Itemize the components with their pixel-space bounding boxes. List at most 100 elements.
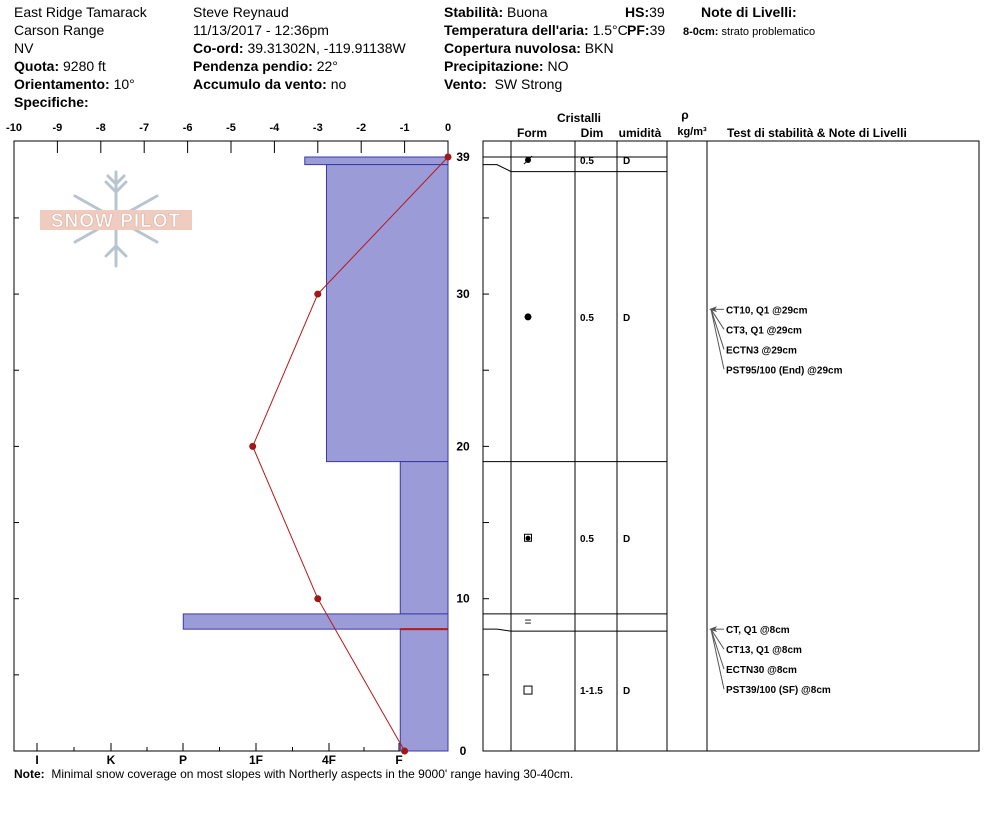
header-density-unit: kg/m³	[677, 126, 707, 138]
header-moisture: umidità	[619, 126, 662, 140]
coord-field: Co-ord: 39.31302N, -119.91138W	[193, 39, 406, 57]
elevation-value: 9280 ft	[63, 58, 106, 74]
stability-test-label: PST39/100 (SF) @8cm	[726, 685, 831, 696]
stability-test-label: CT10, Q1 @29cm	[726, 305, 808, 316]
observation-datetime: 11/13/2017 - 12:36pm	[193, 22, 329, 38]
temperature-point	[444, 153, 452, 161]
footer-note: Note: Minimal snow coverage on most slop…	[14, 767, 573, 781]
layer-boundary	[483, 628, 667, 632]
state-name: NV	[14, 40, 34, 56]
test-arrow-shaft	[710, 309, 725, 330]
layer-note-text: strato problematico	[721, 26, 816, 38]
crystal-size: 1-1.5	[580, 686, 603, 697]
crust-symbol: =	[524, 615, 531, 629]
wind-field: Vento: SW Strong	[444, 75, 562, 93]
temp-tick-label: -3	[313, 122, 323, 134]
air-temp-value: 1.5°C	[592, 22, 628, 38]
hardness-tick-label: K	[107, 753, 116, 767]
slope-label: Pendenza pendio:	[193, 58, 313, 74]
hardness-tick-label: 4F	[322, 753, 336, 767]
temp-tick-label: -1	[400, 122, 410, 134]
temperature-point	[249, 442, 257, 450]
footer-note-text: Minimal snow coverage on most slopes wit…	[51, 767, 574, 781]
header-rho: ρ	[681, 108, 688, 122]
stability-test-label: PST95/100 (End) @29cm	[726, 365, 843, 376]
cloud-value: BKN	[584, 40, 614, 56]
hardness-bar	[399, 461, 449, 615]
header-tests: Test di stabilità & Note di Livelli	[727, 126, 907, 140]
aspect-field: Orientamento: 10°	[14, 75, 135, 93]
temp-tick-label: -9	[53, 122, 63, 134]
depth-axis: 0 10 20 30 39	[14, 150, 489, 758]
hardness-bar	[399, 628, 449, 752]
coord-label: Co-ord:	[193, 40, 244, 56]
hs-label: HS:	[625, 4, 650, 20]
pf-field: PF:39	[627, 21, 665, 39]
stability-value: Buona	[507, 4, 548, 20]
temp-tick-label: -2	[356, 122, 366, 134]
layer-note: 8-0cm: strato problematico	[683, 23, 815, 41]
air-temp-field: Temperatura dell'aria: 1.5°C	[444, 21, 628, 39]
depth-tick-label: 30	[456, 287, 470, 301]
depth-tick-label: 0	[460, 744, 467, 758]
layer-boundary	[483, 164, 667, 173]
crystal-moisture: D	[623, 534, 630, 545]
temp-tick-label: -5	[226, 122, 236, 134]
aspect-label: Orientamento:	[14, 76, 110, 92]
hs-value: 39	[649, 4, 665, 20]
layer-note-depth: 8-0cm:	[683, 26, 719, 38]
test-arrow-shaft	[710, 628, 725, 670]
crystal-size: 0.5	[580, 156, 594, 167]
logo-band	[40, 210, 192, 230]
test-arrow-head	[709, 626, 717, 633]
depth-tick-label: 39	[456, 150, 470, 164]
logo-text: SNOW PILOT	[51, 211, 181, 232]
stability-test-label: ECTN3 @29cm	[726, 345, 797, 356]
temp-tick-label: -10	[6, 122, 22, 134]
layer-table-frame	[482, 140, 980, 752]
stability-test-label: ECTN30 @8cm	[726, 665, 797, 676]
crystal-row: 1-1.5 D	[523, 685, 630, 697]
test-arrow-shaft	[710, 309, 725, 350]
temp-tick-label: -4	[270, 122, 281, 134]
slope-field: Pendenza pendio: 22°	[193, 57, 338, 75]
hardness-tick-label: 1F	[249, 753, 263, 767]
snowpilot-logo: SNOW PILOT	[40, 170, 192, 268]
depth-tick-label: 10	[456, 592, 470, 606]
cloud-label: Copertura nuvolosa:	[444, 40, 581, 56]
specifics-label: Specifiche:	[14, 94, 89, 110]
test-arrow-shaft	[710, 628, 725, 650]
crystal-size: 0.5	[580, 313, 594, 324]
header-form: Form	[517, 126, 547, 140]
precip-value: NO	[547, 58, 569, 74]
wind-label: Vento:	[444, 76, 487, 92]
hs-field: HS:39	[625, 3, 665, 21]
hardness-bars	[182, 156, 449, 752]
crystal-row: 0.5 D	[524, 313, 630, 324]
stability-label: Stabilità:	[444, 4, 504, 20]
temperature-profile	[249, 153, 452, 755]
stability-test-label: CT3, Q1 @29cm	[726, 325, 802, 336]
precip-field: Precipitazione: NO	[444, 57, 568, 75]
crystal-moisture: D	[623, 156, 630, 167]
specifics-field: Specifiche:	[14, 93, 89, 111]
aspect-value: 10°	[113, 76, 135, 92]
coord-value: 39.31302N, -119.91138W	[247, 40, 406, 56]
temperature-point	[314, 290, 322, 298]
rounded-grain-icon	[524, 313, 532, 321]
elevation-label: Quota:	[14, 58, 60, 74]
temp-tick-label: -6	[183, 122, 193, 134]
crystal-moisture: D	[623, 313, 630, 324]
hardness-tick-label: F	[395, 753, 402, 767]
wind-value: SW Strong	[494, 76, 563, 92]
crystal-moisture: D	[623, 686, 630, 697]
wind-load-field: Accumulo da vento: no	[193, 75, 346, 93]
depth-tick-label: 20	[456, 439, 470, 453]
stability-test-label: CT, Q1 @8cm	[726, 625, 790, 636]
pf-label: PF:	[627, 22, 650, 38]
